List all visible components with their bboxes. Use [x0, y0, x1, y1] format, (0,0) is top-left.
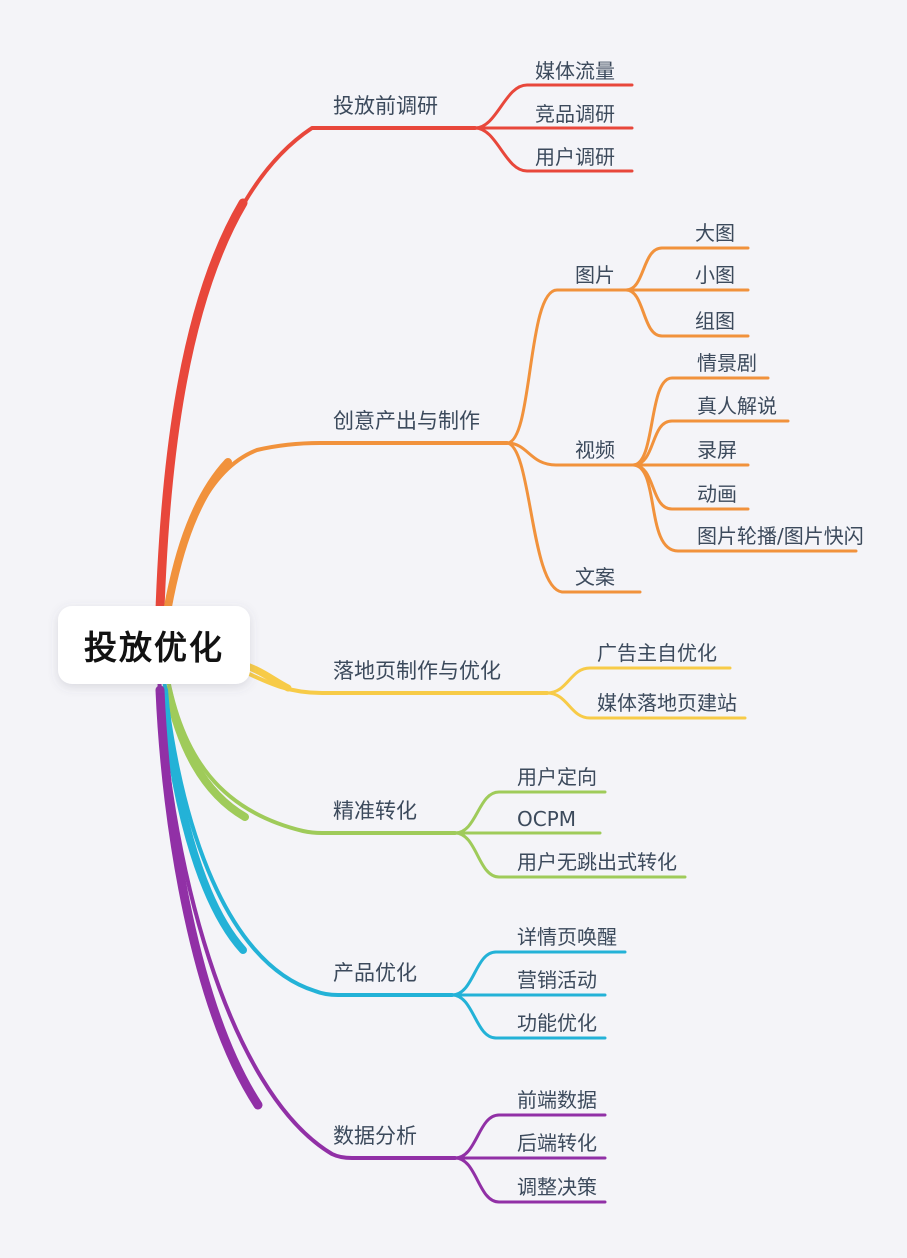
node-images[interactable]: 图片: [575, 263, 615, 287]
node-media-landing-page-builder[interactable]: 媒体落地页建站: [597, 691, 737, 715]
branch-trunk-thick: [154, 198, 248, 647]
node-sitcom[interactable]: 情景剧: [697, 351, 757, 375]
node-big-image[interactable]: 大图: [695, 221, 735, 245]
branch-product-optimization: 产品优化 详情页唤醒 营销活动 功能优化: [160, 653, 627, 1040]
node-data-analysis[interactable]: 数据分析: [333, 1124, 417, 1148]
child-line: [473, 83, 634, 130]
node-marketing-campaign[interactable]: 营销活动: [517, 968, 597, 992]
child-line: [450, 950, 627, 997]
branch-pre-launch-research: 投放前调研 媒体流量 竞品调研 用户调研: [154, 59, 634, 652]
child-line: [453, 1113, 607, 1160]
branch-precise-conversion: 精准转化 用户定向 OCPM 用户无跳出式转化: [162, 653, 687, 879]
node-video[interactable]: 视频: [575, 438, 615, 462]
root-node-label[interactable]: 投放优化: [84, 628, 224, 667]
node-animation[interactable]: 动画: [697, 482, 737, 506]
node-no-bounce-conversion[interactable]: 用户无跳出式转化: [517, 850, 677, 874]
child-line: [453, 1156, 607, 1204]
node-detail-page-wakeup[interactable]: 详情页唤醒: [517, 925, 617, 949]
branch-trunk-thick: [155, 685, 263, 1110]
node-user-targeting[interactable]: 用户定向: [517, 765, 597, 789]
node-carousel-flash[interactable]: 图片轮播/图片快闪: [697, 524, 864, 548]
node-copywriting[interactable]: 文案: [575, 565, 615, 589]
grandchild-line: [631, 376, 770, 467]
child-line: [473, 126, 634, 173]
child-line: [505, 288, 628, 445]
node-feature-optimization[interactable]: 功能优化: [517, 1011, 597, 1035]
child-line: [505, 441, 635, 467]
grandchild-line: [624, 246, 750, 292]
child-line: [545, 666, 732, 695]
node-product-optimization[interactable]: 产品优化: [333, 961, 417, 985]
root-node[interactable]: 投放优化: [58, 606, 250, 684]
root-node-box[interactable]: [58, 606, 250, 684]
branch-line: [156, 653, 457, 1160]
node-creative-production[interactable]: 创意产出与制作: [333, 409, 480, 433]
node-small-image[interactable]: 小图: [695, 263, 735, 287]
child-line: [453, 790, 607, 835]
branch-creative-production: 创意产出与制作 图片 大图 小图 组图 视频 情景剧 真人解说 录屏 动画 图片…: [158, 221, 864, 652]
grandchild-line: [624, 288, 750, 338]
branch-line: [156, 126, 477, 652]
branch-trunk-thick: [160, 686, 247, 954]
node-competitor-research[interactable]: 竞品调研: [535, 102, 615, 126]
node-user-research[interactable]: 用户调研: [535, 145, 615, 169]
child-line: [545, 691, 747, 720]
node-live-narration[interactable]: 真人解说: [697, 394, 777, 418]
node-precise-conversion[interactable]: 精准转化: [333, 799, 417, 823]
child-line: [505, 441, 642, 594]
node-pre-launch-research[interactable]: 投放前调研: [333, 94, 438, 118]
node-landing-page[interactable]: 落地页制作与优化: [333, 659, 501, 683]
node-image-group[interactable]: 组图: [695, 309, 735, 333]
grandchild-line: [631, 463, 858, 553]
node-front-end-data[interactable]: 前端数据: [517, 1088, 597, 1112]
node-media-traffic[interactable]: 媒体流量: [535, 59, 615, 83]
branch-landing-page: 落地页制作与优化 广告主自优化 媒体落地页建站: [193, 641, 747, 720]
branch-data-analysis: 数据分析 前端数据 后端转化 调整决策: [155, 653, 607, 1204]
node-ocpm[interactable]: OCPM: [517, 807, 576, 831]
branch-trunk-thick: [164, 686, 249, 821]
node-screen-recording[interactable]: 录屏: [697, 438, 737, 462]
child-line: [450, 993, 607, 1040]
grandchild-line: [631, 419, 790, 467]
node-adjustment-decision[interactable]: 调整决策: [517, 1175, 597, 1199]
child-line: [453, 831, 687, 879]
node-advertiser-self-optimization[interactable]: 广告主自优化: [597, 641, 717, 665]
node-back-end-conversion[interactable]: 后端转化: [517, 1131, 597, 1155]
